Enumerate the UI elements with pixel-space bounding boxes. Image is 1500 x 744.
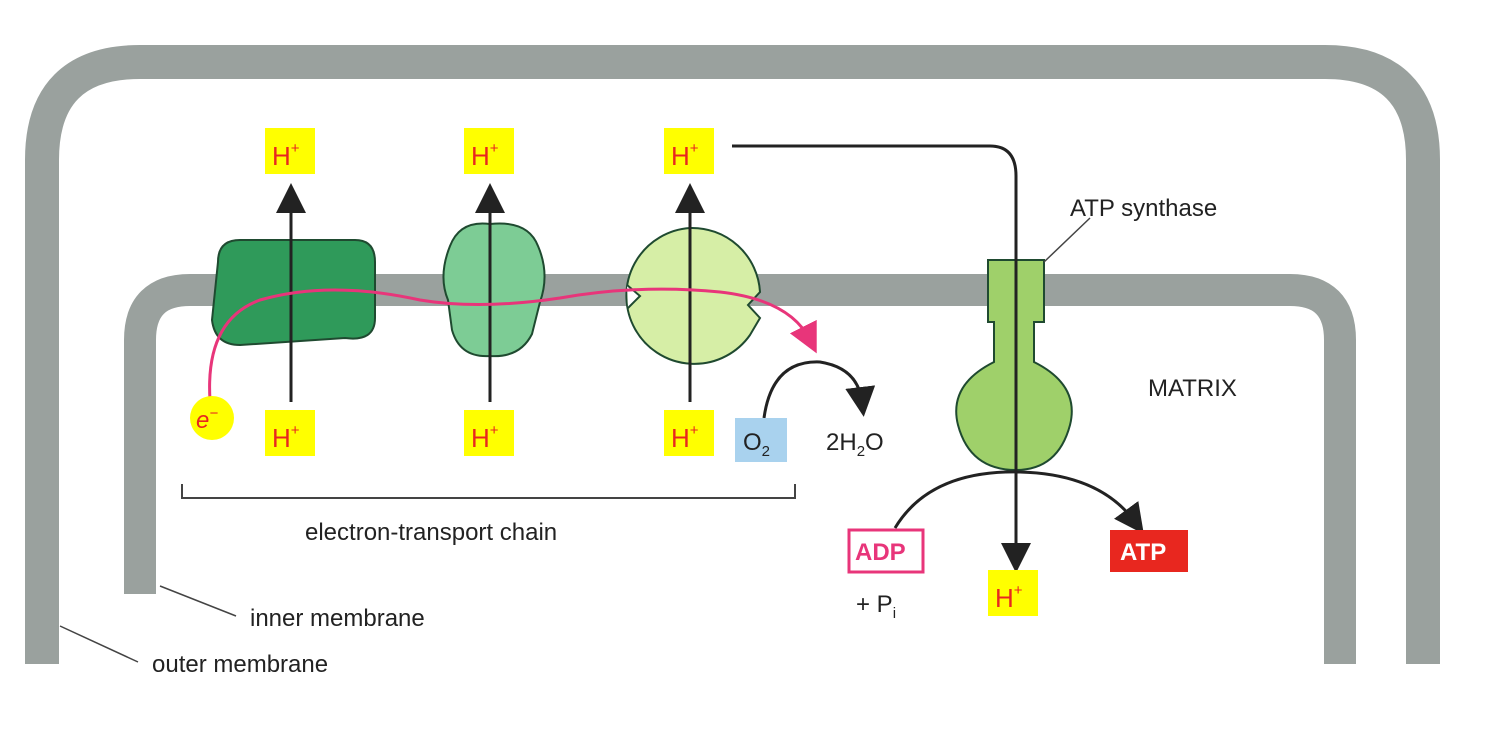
svg-text:ADP: ADP: [855, 539, 906, 566]
proton-matrix: H+: [988, 570, 1038, 616]
atp-synthase-label: ATP synthase: [1070, 195, 1217, 222]
outer-membrane: [25, 45, 1440, 664]
proton-return-arrow: [732, 144, 1031, 573]
svg-text:e−: e−: [196, 405, 218, 434]
water-formation-arrow: [762, 360, 876, 419]
proton-top-3: H+: [664, 128, 714, 174]
svg-text:H+: H+: [671, 422, 699, 453]
complex-3: [625, 226, 762, 365]
proton-bottom-2: H+: [464, 410, 514, 456]
inner-membrane-pointer: [159, 585, 237, 617]
complex-2: [442, 222, 546, 358]
atp-badge: ATP: [1110, 530, 1188, 572]
svg-text:O2: O2: [743, 429, 770, 460]
electron-badge: e−: [190, 396, 234, 440]
atp-formation-arrow: [893, 470, 1144, 535]
proton-bottom-1: H+: [265, 410, 315, 456]
atp-synthase-pointer: [1043, 217, 1091, 263]
electron-path: [208, 287, 817, 401]
svg-text:H+: H+: [471, 140, 499, 171]
etc-bracket: [181, 484, 796, 499]
adp-badge: ADP: [847, 528, 925, 574]
proton-top-2: H+: [464, 128, 514, 174]
matrix-label: MATRIX: [1148, 375, 1237, 402]
etc-label: electron-transport chain: [305, 519, 557, 546]
oxygen-badge: O2: [735, 418, 787, 462]
svg-text:H+: H+: [272, 140, 300, 171]
inner-membrane-label: inner membrane: [250, 605, 425, 632]
svg-text:H+: H+: [995, 582, 1023, 613]
svg-text:ATP: ATP: [1120, 539, 1166, 566]
pi-label: + Pi: [856, 591, 896, 622]
svg-text:H+: H+: [272, 422, 300, 453]
outer-membrane-pointer: [59, 625, 139, 663]
svg-text:H+: H+: [671, 140, 699, 171]
water-label: 2H2O: [826, 429, 884, 460]
outer-membrane-label: outer membrane: [152, 651, 328, 678]
proton-top-1: H+: [265, 128, 315, 174]
svg-text:H+: H+: [471, 422, 499, 453]
proton-bottom-3: H+: [664, 410, 714, 456]
